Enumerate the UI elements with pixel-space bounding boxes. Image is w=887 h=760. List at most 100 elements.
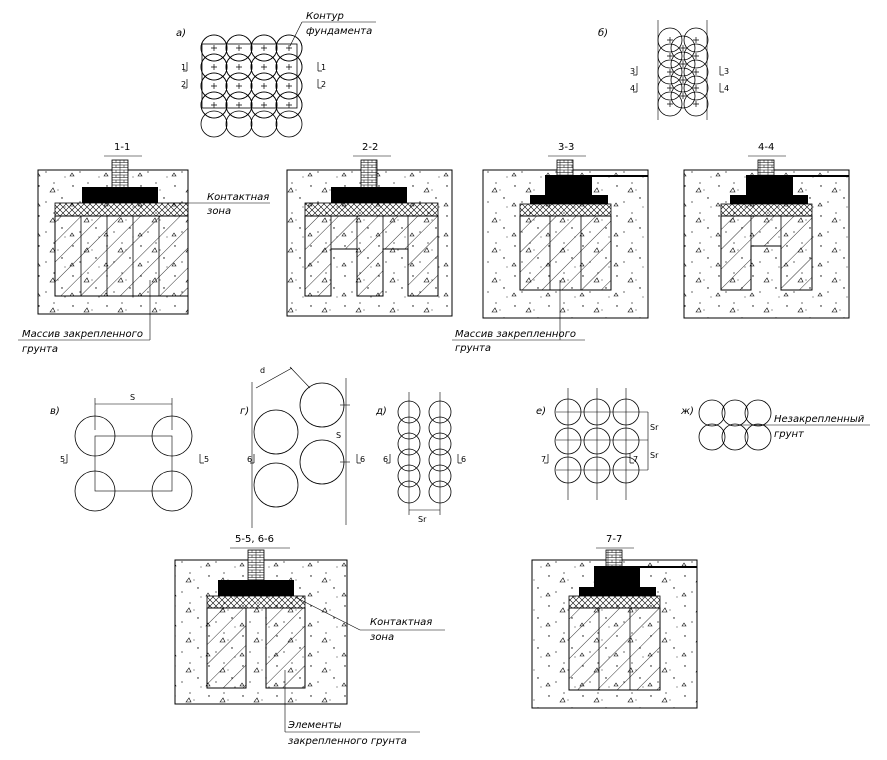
plan-a-pile-outer <box>200 53 228 81</box>
cut-6-left-g: 6 <box>247 455 252 464</box>
plan-d-letter: д) <box>375 406 387 417</box>
plan-a-pile-outer <box>250 72 278 100</box>
section-1-1: 1-1 Контактная зона Массив закрепленного… <box>18 142 270 355</box>
plan-a-pile-outer <box>200 110 228 138</box>
plan-b-pile-plus <box>693 69 699 75</box>
cut-6-right-d: 6 <box>461 455 466 464</box>
plan-b-pile <box>683 75 709 101</box>
plan-a-pile-plus <box>236 102 242 108</box>
foundation-contour <box>201 43 298 109</box>
cut-3-left: 3 <box>630 67 635 76</box>
elements-label: Элементы <box>287 720 342 731</box>
plan-a-pile-outer <box>200 34 228 62</box>
cut-5-right: 5 <box>204 455 209 464</box>
cut-7-left: 7 <box>541 455 546 464</box>
section-7-7: 7-7 <box>531 534 698 709</box>
plan-d: д) Sr 6 6 <box>375 392 466 524</box>
section-title-3-3: 3-3 <box>558 142 574 153</box>
plan-b-pile-mid-plus <box>680 93 686 99</box>
section-title-7-7: 7-7 <box>606 534 622 545</box>
plan-d-pile <box>397 416 421 440</box>
section-3-3: 3-3 Массив закрепленного грунта <box>452 142 649 354</box>
dim-s-v: S <box>130 393 135 402</box>
plan-b-pile-plus <box>693 85 699 91</box>
plan-b-letter: б) <box>598 27 608 39</box>
plan-a-pile-plus <box>236 64 242 70</box>
plan-d-pile <box>397 480 421 504</box>
plan-a: а) Контур фундамента 1 2 1 2 <box>176 11 376 138</box>
cut-5-left: 5 <box>60 455 65 464</box>
kontur-label-2: фундамента <box>306 26 372 37</box>
plan-d-pile <box>428 400 452 424</box>
plan-a-pile-outer <box>225 110 253 138</box>
plan-a-pile-plus <box>286 45 292 51</box>
plan-b-pile-mid <box>670 35 696 61</box>
cut-6-left-d: 6 <box>383 455 388 464</box>
plan-a-pile-plus <box>261 45 267 51</box>
plan-v-letter: в) <box>50 406 60 417</box>
plan-b: б) 3 4 3 4 <box>598 20 729 120</box>
plan-a-pile-outer <box>200 72 228 100</box>
plan-e: е) Sr Sr 7 7 <box>536 388 659 500</box>
section-5-5-6-6: 5-5, 6-6 Контактная зона Элементы закреп… <box>174 534 445 747</box>
cut-3-right: 3 <box>724 67 729 76</box>
plan-b-pile-plus <box>667 85 673 91</box>
plan-d-pile <box>397 432 421 456</box>
plan-b-pile-mid <box>670 51 696 77</box>
plan-b-pile <box>657 43 683 69</box>
contact-zone-label-2: зона <box>207 206 231 217</box>
plan-b-pile-mid-plus <box>680 77 686 83</box>
unfixed-label: Незакрепленный <box>774 414 865 425</box>
plan-b-pile-plus <box>667 53 673 59</box>
section-4-4: 4-4 <box>683 142 850 319</box>
plan-d-pile <box>428 448 452 472</box>
plan-a-pile-outer <box>275 34 303 62</box>
plan-a-pile-outer <box>275 72 303 100</box>
cut-2-left: 2 <box>181 80 186 89</box>
massiv-label: Массив закрепленного <box>22 329 143 340</box>
section-title-2-2: 2-2 <box>362 142 378 153</box>
plan-zh: ж) Незакрепленный грунт <box>680 399 870 451</box>
plan-a-pile-outer <box>275 110 303 138</box>
plan-b-pile-mid <box>670 83 696 109</box>
plan-v: в) S 5 5 <box>50 393 209 512</box>
plan-a-pile-outer <box>225 34 253 62</box>
section-title-4-4: 4-4 <box>758 142 774 153</box>
unfixed-label-2: грунт <box>774 429 805 440</box>
plan-d-pile <box>397 400 421 424</box>
plan-a-pile-outer <box>250 91 278 119</box>
dim-sr-e2: Sr <box>650 451 659 460</box>
plan-a-pile-outer <box>225 72 253 100</box>
plan-d-pile <box>428 432 452 456</box>
plan-a-pile-outer <box>250 34 278 62</box>
plan-a-pile-plus <box>261 64 267 70</box>
plan-d-pile <box>428 464 452 488</box>
plan-b-pile-mid-plus <box>680 61 686 67</box>
plan-a-pile-outer <box>275 53 303 81</box>
section-title-1-1: 1-1 <box>114 142 130 153</box>
plan-g: г) d S 6 6 <box>240 366 365 528</box>
dim-s-g: S <box>336 431 341 440</box>
contact-zone-label: Контактная <box>207 192 269 203</box>
kontur-leader <box>289 21 303 47</box>
contact-zone-label-b-2: зона <box>370 632 394 643</box>
plan-a-circles <box>200 34 303 138</box>
plan-zh-letter: ж) <box>680 406 694 417</box>
plan-a-pile-plus <box>261 83 267 89</box>
plan-b-pile-plus <box>693 53 699 59</box>
plan-b-pile <box>657 27 683 53</box>
dim-sr-e1: Sr <box>650 423 659 432</box>
plan-a-letter: а) <box>176 28 186 39</box>
plan-a-pile-outer <box>250 53 278 81</box>
plan-a-pile-outer <box>200 91 228 119</box>
plan-a-pile-plus <box>211 102 217 108</box>
plan-a-pile-plus <box>261 102 267 108</box>
cut-4-right: 4 <box>724 84 729 93</box>
plan-a-pile-outer <box>225 53 253 81</box>
plan-g-letter: г) <box>240 406 249 417</box>
cut-1-right: 1 <box>321 63 326 72</box>
plan-b-pile-plus <box>667 101 673 107</box>
plan-d-circles <box>397 400 452 504</box>
plan-b-pile-plus <box>693 101 699 107</box>
